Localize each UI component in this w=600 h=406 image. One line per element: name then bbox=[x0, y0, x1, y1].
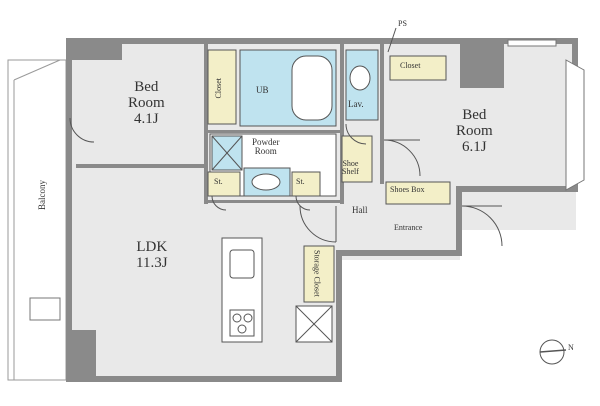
stove bbox=[229, 309, 255, 337]
bathtub bbox=[291, 55, 333, 121]
burner-3 bbox=[237, 324, 247, 334]
closet-left-label: Closet bbox=[214, 78, 223, 99]
kitchen-sink bbox=[229, 249, 255, 279]
bed-left-line2: Room bbox=[128, 94, 165, 111]
fridge-x2 bbox=[295, 305, 333, 343]
bed-right-size: 6.1J bbox=[462, 138, 487, 155]
ub-label: UB bbox=[256, 85, 269, 95]
storage-units bbox=[207, 49, 451, 303]
storage-closet-label: Storage Closet bbox=[312, 250, 322, 297]
toilet bbox=[349, 65, 371, 91]
shelf-line1: Shoe bbox=[342, 159, 359, 168]
bed-left-line1: Bed bbox=[134, 79, 159, 95]
outside-bottom-right bbox=[340, 260, 600, 406]
outside-right-notch bbox=[460, 230, 600, 260]
walls bbox=[66, 38, 578, 382]
burner-1 bbox=[232, 313, 242, 323]
bed-room-left-label: Bed Room 4.1J bbox=[128, 79, 165, 127]
sink-bowl bbox=[251, 173, 281, 191]
shoes-box-label: Shoes Box bbox=[390, 185, 425, 194]
bed-right-line1: Bed bbox=[462, 107, 487, 123]
burner-2 bbox=[243, 313, 253, 323]
window-right-top bbox=[507, 39, 557, 47]
ps-leader bbox=[387, 27, 397, 53]
ldk-name: LDK bbox=[136, 239, 168, 255]
balcony-slope bbox=[13, 59, 61, 81]
hall-label: Hall bbox=[352, 205, 368, 215]
powder-line1: Powder bbox=[252, 137, 280, 147]
bed-right-line2: Room bbox=[456, 122, 493, 139]
washer-x2 bbox=[211, 135, 243, 171]
balcony-area bbox=[7, 59, 67, 381]
ldk-label: LDK 11.3J bbox=[136, 239, 168, 272]
st-left-label: St. bbox=[214, 177, 223, 186]
powder-line2: Room bbox=[254, 146, 277, 157]
door-swings bbox=[69, 117, 503, 247]
ldk-size: 11.3J bbox=[136, 254, 168, 271]
bed-room-right-label: Bed Room 6.1J bbox=[456, 107, 493, 155]
compass-arrow bbox=[539, 349, 567, 353]
balcony-label: Balcony bbox=[37, 180, 47, 210]
shoe-shelf-label: Shoe Shelf bbox=[342, 159, 359, 177]
lav-label: Lav. bbox=[348, 99, 364, 109]
ac-unit bbox=[29, 297, 61, 321]
ps-label: PS bbox=[398, 19, 407, 28]
bay-window bbox=[565, 59, 585, 191]
shelf-line2: Shelf bbox=[342, 167, 359, 177]
st-right-label: St. bbox=[296, 177, 305, 186]
bed-left-size: 4.1J bbox=[134, 110, 159, 127]
closet-right-label: Closet bbox=[400, 61, 421, 70]
entrance-label: Entrance bbox=[394, 223, 423, 232]
north-label: N bbox=[568, 343, 574, 352]
powder-room-label: Powder Room bbox=[252, 137, 280, 157]
